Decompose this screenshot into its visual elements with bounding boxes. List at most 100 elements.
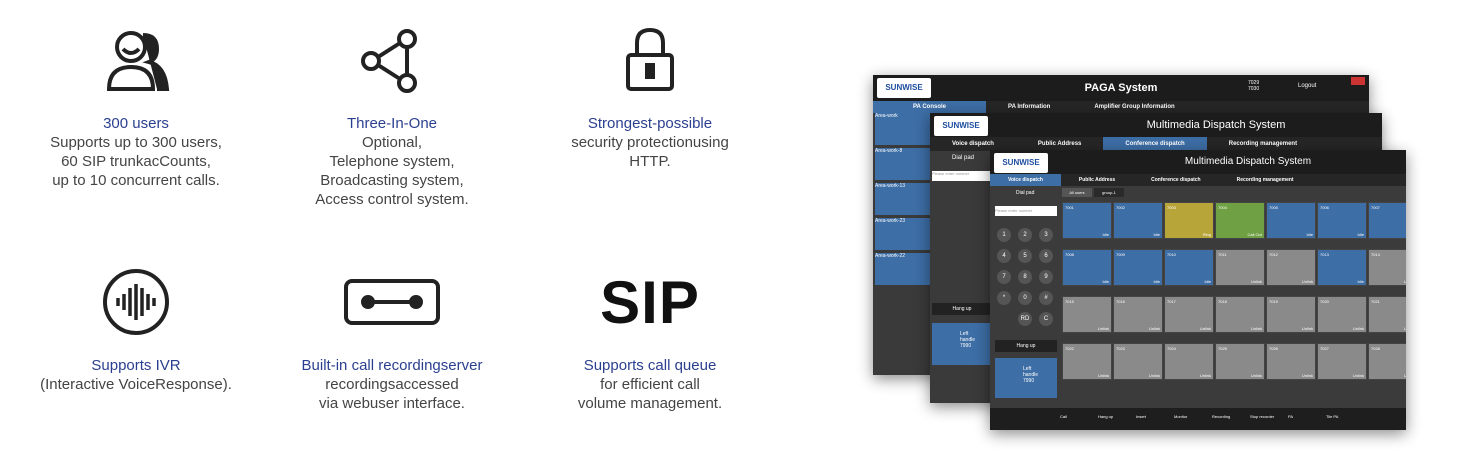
lock-icon (530, 20, 770, 100)
tab-voice-dispatch[interactable]: Voice dispatch (952, 141, 994, 147)
toolbar-button[interactable]: Call (1060, 414, 1067, 419)
key-2[interactable]: 2 (1018, 228, 1032, 242)
share-icon (272, 20, 512, 100)
extension-number: 7018 (1218, 299, 1227, 304)
extension-number: 7024 (1167, 346, 1176, 351)
extension-number: 7015 (1065, 299, 1074, 304)
toolbar-button[interactable]: Recording (1212, 414, 1231, 419)
dialpad-input[interactable]: Please enter number (932, 171, 992, 181)
tab-conference-dispatch[interactable]: Conference dispatch (1151, 177, 1201, 183)
area-item[interactable]: Area-work-23 (875, 218, 931, 250)
toolbar-button[interactable]: Hang up (1098, 414, 1114, 419)
extension-cell[interactable]: 7007Idle (1368, 202, 1406, 239)
extension-status: Unlink (1097, 373, 1109, 378)
tab-public-address[interactable]: Public Address (1037, 141, 1082, 147)
extension-number: 7012 (1269, 252, 1278, 257)
area-label: Area-work-8 (875, 148, 903, 154)
tab-public-address[interactable]: Public Address (1078, 177, 1116, 183)
tab-pa-console[interactable]: PA Console (873, 101, 987, 113)
feature-title: Three-In-One (346, 115, 438, 132)
extension-cell[interactable]: 7021Unlink (1368, 296, 1406, 333)
close-button[interactable] (1351, 77, 1365, 85)
extension-status: Call Out (1247, 232, 1262, 237)
toolbar-button[interactable]: Tile PA (1326, 414, 1339, 419)
tab-recording-management[interactable]: Recording management (1228, 141, 1298, 147)
extension-cell[interactable]: 7028Unlink (1368, 343, 1406, 380)
toolbar-button[interactable]: Insert (1136, 414, 1147, 419)
key-hash[interactable]: # (1039, 291, 1053, 305)
extension-status: Idle (1102, 279, 1109, 284)
key-5[interactable]: 5 (1018, 249, 1032, 263)
toolbar-button[interactable]: Stop recorder (1250, 414, 1275, 419)
area-item[interactable]: Area-work-22 (875, 253, 931, 285)
feature-title: Supports call queue (583, 357, 717, 374)
extension-status: Unlink (1403, 326, 1406, 331)
dialpad-input[interactable]: Please enter number (995, 206, 1057, 216)
extension-status: Idle (1102, 232, 1109, 237)
hangup-button[interactable]: Hang up (932, 303, 992, 315)
extension-number: 7019 (1269, 299, 1278, 304)
feature-desc: (Interactive VoiceResponse). (40, 376, 232, 393)
key-4[interactable]: 4 (997, 249, 1011, 263)
key-star[interactable]: * (997, 291, 1011, 305)
toolbar-button[interactable]: PA (1288, 414, 1294, 419)
tab-recording-management[interactable]: Recording management (1236, 177, 1294, 183)
extension-status: Idle (1306, 232, 1313, 237)
key-1[interactable]: 1 (997, 228, 1011, 242)
key-rd[interactable]: RD (1018, 312, 1032, 326)
group-tab-all[interactable]: All users (1062, 188, 1092, 197)
key-0[interactable]: 0 (1018, 291, 1032, 305)
extension-number: 7010 (1167, 252, 1176, 257)
feature-desc: Supports up to 300 users, 60 SIP trunkac… (50, 134, 222, 189)
key-9[interactable]: 9 (1039, 270, 1053, 284)
extension-number: 7016 (1116, 299, 1125, 304)
dispatch-tabs: Voice dispatch Public Address Conference… (930, 137, 1382, 151)
key-6[interactable]: 6 (1039, 249, 1053, 263)
area-item[interactable]: Area-work-13 (875, 183, 931, 215)
area-label: Area-work-22 (875, 253, 906, 259)
voice-waveform-icon (16, 262, 256, 342)
key-7[interactable]: 7 (997, 270, 1011, 284)
tab-voice-dispatch[interactable]: Voice dispatch (990, 174, 1061, 186)
tab-conference-dispatch[interactable]: Conference dispatch (1103, 137, 1207, 151)
hangup-button[interactable]: Hang up (995, 340, 1057, 352)
tab-amplifier-group[interactable]: Amplifier Group Information (1094, 104, 1175, 110)
tab-pa-information[interactable]: PA Information (1008, 104, 1051, 110)
key-3[interactable]: 3 (1039, 228, 1053, 242)
feature-title: Supports IVR (91, 357, 181, 374)
toolbar-button[interactable]: Monitor (1174, 414, 1188, 419)
group-tab-1[interactable]: group-1 (1094, 188, 1124, 197)
area-item[interactable]: Area-work (875, 113, 931, 145)
key-c[interactable]: C (1039, 312, 1053, 326)
extension-number: 7008 (1065, 252, 1074, 257)
extension-cell[interactable]: 7014Unlink (1368, 249, 1406, 286)
extension-number: 7001 (1065, 205, 1074, 210)
key-8[interactable]: 8 (1018, 270, 1032, 284)
logout-button[interactable]: Logout (1298, 83, 1317, 89)
area-item[interactable]: Area-work-8 (875, 148, 931, 180)
